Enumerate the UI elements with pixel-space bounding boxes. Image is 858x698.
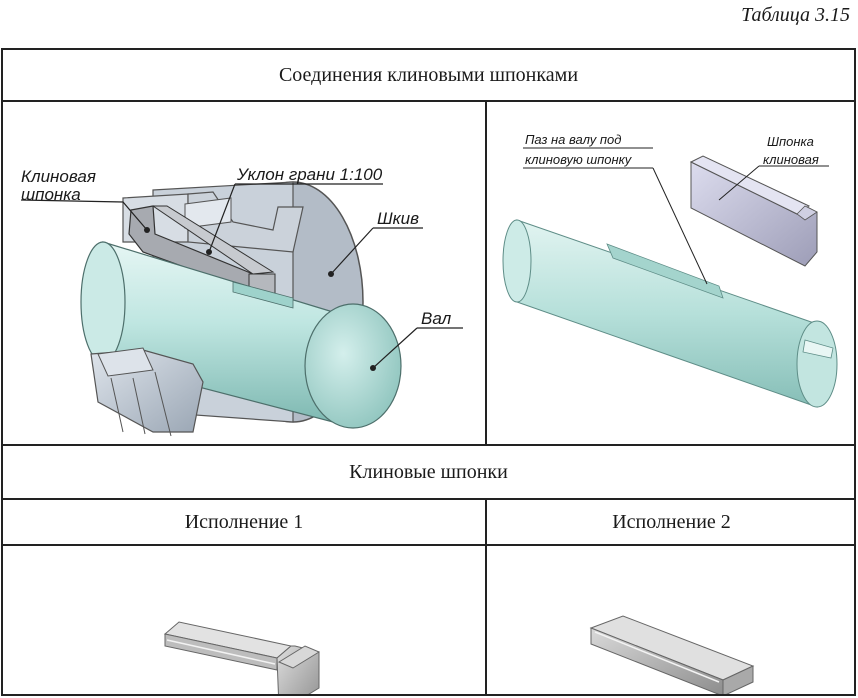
wedge-keys-title: Клиновые шпонки <box>349 461 508 483</box>
wedge-keys-header-row: Клиновые шпонки <box>3 446 854 500</box>
shaft-slot-label-line2: клиновую шпонку <box>525 152 633 167</box>
key-label-line1: Шпонка <box>767 134 814 149</box>
table-number: Таблица 3.15 <box>741 4 850 26</box>
assembly-drawing-cell: Клиновая шпонка Уклон грани 1:100 Шкив В… <box>3 102 487 444</box>
connections-title: Соединения клиновыми шпонками <box>278 64 579 86</box>
wedge-key-3d <box>689 155 818 267</box>
face-slope-label: Уклон грани 1:100 <box>236 165 383 184</box>
variant-1-header: Исполнение 1 <box>3 500 487 544</box>
slotted-shaft <box>502 219 838 408</box>
key-label-line2: клиновая <box>763 152 819 167</box>
plain-wedge-key-drawing <box>589 615 755 694</box>
pulley-hub <box>90 347 204 437</box>
variant-2-label: Исполнение 2 <box>612 511 731 533</box>
variant-2-image-cell <box>487 546 856 694</box>
gib-head-key-drawing <box>163 621 321 694</box>
shaft-slot-drawing-cell: Паз на валу под клиновую шпонку Шпонка к… <box>487 102 856 444</box>
variants-image-row <box>3 546 854 694</box>
wedge-key-label-line2: шпонка <box>21 185 81 204</box>
variant-1-image-cell <box>3 546 487 694</box>
variant-2-header: Исполнение 2 <box>487 500 856 544</box>
shaft-pulley-assembly-drawing: Клиновая шпонка Уклон грани 1:100 Шкив В… <box>20 165 463 437</box>
shaft-label: Вал <box>421 309 452 328</box>
shaft-slot-label-line1: Паз на валу под <box>525 132 621 147</box>
shaft-with-slot-drawing: Паз на валу под клиновую шпонку Шпонка к… <box>502 132 838 408</box>
variant-1-label: Исполнение 1 <box>184 511 304 533</box>
connections-header-row: Соединения клиновыми шпонками <box>3 50 854 102</box>
drawings-row: Клиновая шпонка Уклон грани 1:100 Шкив В… <box>3 102 854 446</box>
wedge-key-label-line1: Клиновая <box>21 167 96 186</box>
variants-header-row: Исполнение 1 Исполнение 2 <box>3 500 854 546</box>
table: Соединения клиновыми шпонками <box>1 48 856 696</box>
pulley-label: Шкив <box>377 209 419 228</box>
